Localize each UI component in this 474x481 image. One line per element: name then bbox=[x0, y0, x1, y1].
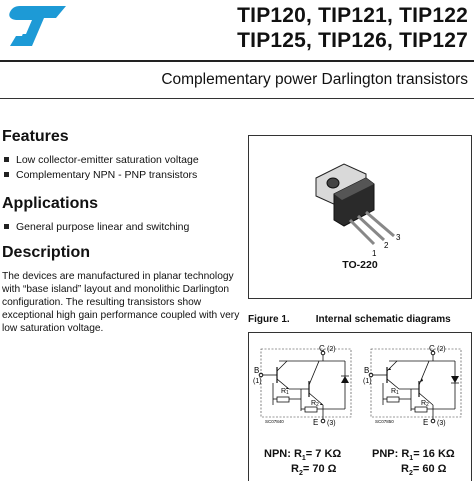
pnp-schematic: C (2) B (1) R 1 R 2 E (3) SC07850 bbox=[363, 344, 462, 427]
r1-label: R bbox=[391, 388, 396, 395]
to220-package-image: 1 2 3 bbox=[315, 163, 401, 258]
applications-list: General purpose linear and switching bbox=[2, 220, 189, 235]
st-logo bbox=[9, 6, 66, 46]
npn-schematic: C (2) B (1) R 1 R 2 E (3) SC07840 bbox=[253, 344, 352, 427]
bullet-icon bbox=[4, 172, 9, 177]
description-heading: Description bbox=[2, 244, 91, 261]
emitter-pin-number: (3) bbox=[437, 420, 446, 427]
figure-number: Figure 1. bbox=[248, 314, 290, 325]
r2-subscript: 2 bbox=[426, 402, 429, 408]
r2-subscript: 2 bbox=[316, 402, 319, 408]
r1-subscript: 1 bbox=[286, 390, 289, 396]
bullet-icon bbox=[4, 157, 9, 162]
r1-subscript: 1 bbox=[396, 390, 399, 396]
page-title-line1: TIP120, TIP121, TIP122 bbox=[237, 4, 468, 27]
package-label: TO-220 bbox=[342, 259, 378, 271]
r2-label: R bbox=[311, 400, 316, 407]
base-pin-number: (1) bbox=[253, 378, 262, 385]
features-heading: Features bbox=[2, 128, 69, 145]
package-box bbox=[248, 135, 472, 299]
collector-pin-number: (2) bbox=[437, 346, 446, 353]
logo-shape bbox=[9, 6, 66, 46]
list-item: Complementary NPN - PNP transistors bbox=[2, 168, 199, 183]
features-list: Low collector-emitter saturation voltage… bbox=[2, 153, 199, 183]
base-pin-number: (1) bbox=[363, 378, 372, 385]
schematic-code: SC07840 bbox=[265, 419, 284, 424]
list-item: Low collector-emitter saturation voltage bbox=[2, 153, 199, 168]
pin-label: 2 bbox=[384, 241, 389, 250]
page-subtitle: Complementary power Darlington transisto… bbox=[161, 71, 468, 88]
pnp-r2-value: R2= 60 Ω bbox=[401, 463, 447, 478]
pin-label: 3 bbox=[396, 233, 401, 242]
collector-pin-number: (2) bbox=[327, 346, 336, 353]
emitter-pin-number: (3) bbox=[327, 420, 336, 427]
description-text: The devices are manufactured in planar t… bbox=[2, 271, 240, 334]
bullet-icon bbox=[4, 224, 9, 229]
collector-label: C bbox=[429, 344, 435, 353]
emitter-label: E bbox=[313, 418, 318, 427]
npn-r1-value: NPN: R1= 7 KΩ bbox=[264, 448, 342, 463]
applications-heading: Applications bbox=[2, 195, 99, 212]
figure-title: Internal schematic diagrams bbox=[315, 314, 451, 325]
header-divider bbox=[0, 60, 474, 62]
collector-label: C bbox=[319, 344, 325, 353]
pnp-r1-value: PNP: R1= 16 KΩ bbox=[372, 448, 455, 463]
r1-label: R bbox=[281, 388, 286, 395]
emitter-label: E bbox=[423, 418, 428, 427]
schematic-code: SC07850 bbox=[375, 419, 394, 424]
figure-box bbox=[248, 332, 472, 481]
subtitle-divider bbox=[0, 98, 474, 99]
figure-caption: Figure 1. Internal schematic diagrams bbox=[248, 314, 451, 325]
list-item: General purpose linear and switching bbox=[2, 220, 189, 235]
npn-r2-value: R2= 70 Ω bbox=[291, 463, 337, 478]
r2-label: R bbox=[421, 400, 426, 407]
page-title-line2: TIP125, TIP126, TIP127 bbox=[237, 29, 468, 52]
base-label: B bbox=[254, 366, 259, 375]
base-label: B bbox=[364, 366, 369, 375]
pin-label: 1 bbox=[372, 249, 377, 258]
